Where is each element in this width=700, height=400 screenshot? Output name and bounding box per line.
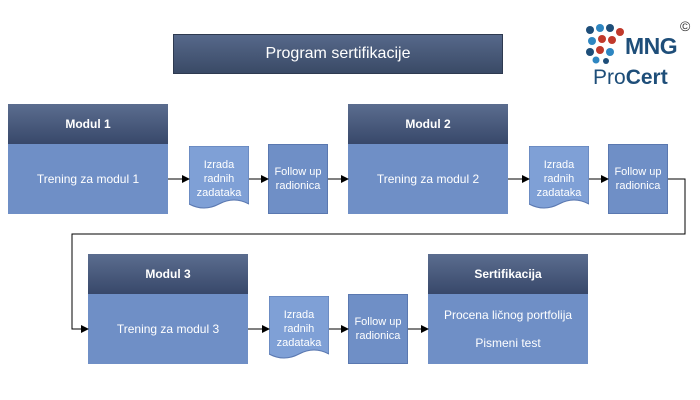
follow-up-2-label: Follow up radionica [614, 166, 662, 192]
module-3-header: Modul 3 [88, 254, 248, 294]
module-1-body: Trening za modul 1 [8, 144, 168, 214]
copyright-symbol: © [680, 18, 691, 34]
logo-brand-text: MNG [625, 33, 678, 59]
document-shape-icon [529, 146, 589, 209]
arrow-follow2-to-module3 [71, 178, 686, 333]
logo-product-suffix: Cert [625, 66, 668, 89]
document-shape-icon [189, 146, 249, 209]
task-document-1-label: Izrada radnih zadataka [196, 159, 242, 199]
module-1-header: Modul 1 [8, 104, 168, 144]
module-3-box: Modul 3 Trening za modul 3 [88, 254, 248, 364]
task-document-3: Izrada radnih zadataka [269, 296, 329, 362]
task-document-2: Izrada radnih zadataka [529, 146, 589, 212]
certification-header: Sertifikacija [428, 254, 588, 294]
mng-procert-logo: MNG © ProCert [580, 18, 695, 98]
molecule-logo-icon [586, 24, 624, 64]
module-3-body: Trening za modul 3 [88, 294, 248, 364]
module-2-body: Trening za modul 2 [348, 144, 508, 214]
module-3-training: Trening za modul 3 [116, 322, 220, 336]
portfolio-assessment: Procena ličnog portfolija [443, 308, 573, 322]
follow-up-1-label: Follow up radionica [274, 166, 322, 192]
task-document-3-label: Izrada radnih zadataka [276, 309, 322, 349]
written-test: Pismeni test [475, 336, 541, 350]
module-1-box: Modul 1 Trening za modul 1 [8, 104, 168, 214]
certification-box: Sertifikacija Procena ličnog portfolija … [428, 254, 588, 364]
follow-up-2: Follow up radionica [608, 144, 668, 214]
diagram-title: Program sertifikacije [173, 34, 503, 74]
follow-up-3-label: Follow up radionica [354, 316, 402, 342]
document-shape-icon [269, 296, 329, 359]
follow-up-1: Follow up radionica [268, 144, 328, 214]
module-1-training: Trening za modul 1 [36, 172, 140, 186]
task-document-1: Izrada radnih zadataka [189, 146, 249, 212]
logo-product-text: ProCert [593, 66, 668, 90]
module-2-header: Modul 2 [348, 104, 508, 144]
task-document-2-label: Izrada radnih zadataka [536, 159, 582, 199]
logo-product-prefix: Pro [593, 66, 626, 89]
module-2-training: Trening za modul 2 [376, 172, 480, 186]
certification-body: Procena ličnog portfolija Pismeni test [428, 294, 588, 364]
module-2-box: Modul 2 Trening za modul 2 [348, 104, 508, 214]
